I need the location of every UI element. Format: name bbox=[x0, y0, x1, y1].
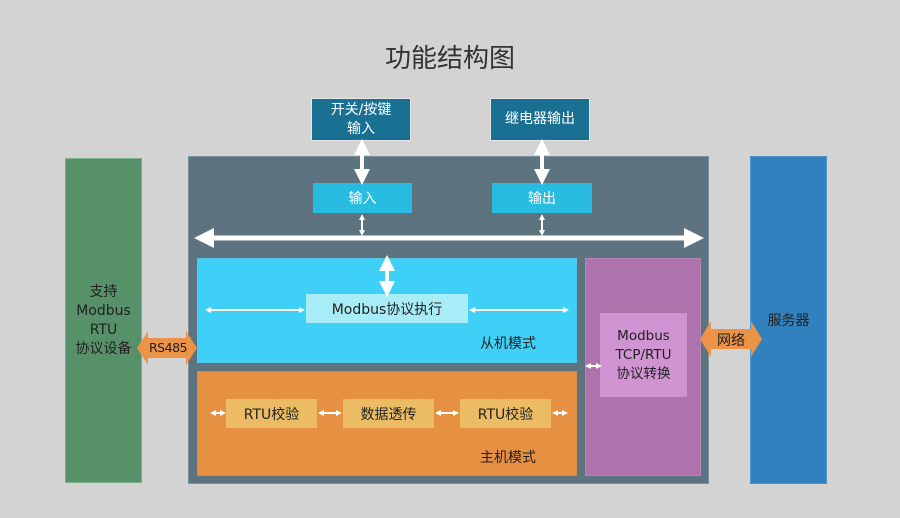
diagram-title: 功能结构图 bbox=[384, 44, 515, 74]
server-box: 服务器 bbox=[750, 156, 827, 484]
network-label: 网络 bbox=[717, 333, 745, 349]
converter-line2: TCP/RTU bbox=[615, 346, 672, 363]
device-line3: RTU bbox=[89, 321, 118, 338]
rs485-label: RS485 bbox=[149, 340, 187, 355]
modbus-exec-box: Modbus协议执行 bbox=[306, 294, 468, 323]
protocol-converter-box: Modbus TCP/RTU 协议转换 bbox=[600, 313, 687, 397]
slave-mode-label: 从机模式 bbox=[480, 336, 536, 352]
converter-line1: Modbus bbox=[617, 327, 670, 344]
rs485-link-arrow bbox=[137, 331, 197, 365]
switch-input-line1: 开关/按键 bbox=[330, 101, 392, 118]
device-line4: 协议设备 bbox=[75, 340, 132, 357]
rtu-check-box-1: RTU校验 bbox=[226, 399, 317, 428]
switch-input-line2: 输入 bbox=[347, 120, 375, 137]
network-link-arrow bbox=[700, 321, 762, 357]
relay-output-box: 继电器输出 bbox=[490, 98, 590, 141]
modbus-rtu-device: 支持 Modbus RTU 协议设备 bbox=[65, 158, 142, 483]
switch-input-box: 开关/按键 输入 bbox=[311, 98, 411, 141]
data-passthrough-box: 数据透传 bbox=[343, 399, 434, 428]
rtu-check-box-2: RTU校验 bbox=[460, 399, 551, 428]
device-line1: 支持 bbox=[89, 283, 118, 300]
input-box: 输入 bbox=[313, 183, 412, 213]
master-mode-label: 主机模式 bbox=[480, 450, 536, 466]
output-box: 输出 bbox=[492, 183, 592, 213]
converter-line3: 协议转换 bbox=[616, 365, 671, 382]
device-line2: Modbus bbox=[76, 302, 131, 319]
